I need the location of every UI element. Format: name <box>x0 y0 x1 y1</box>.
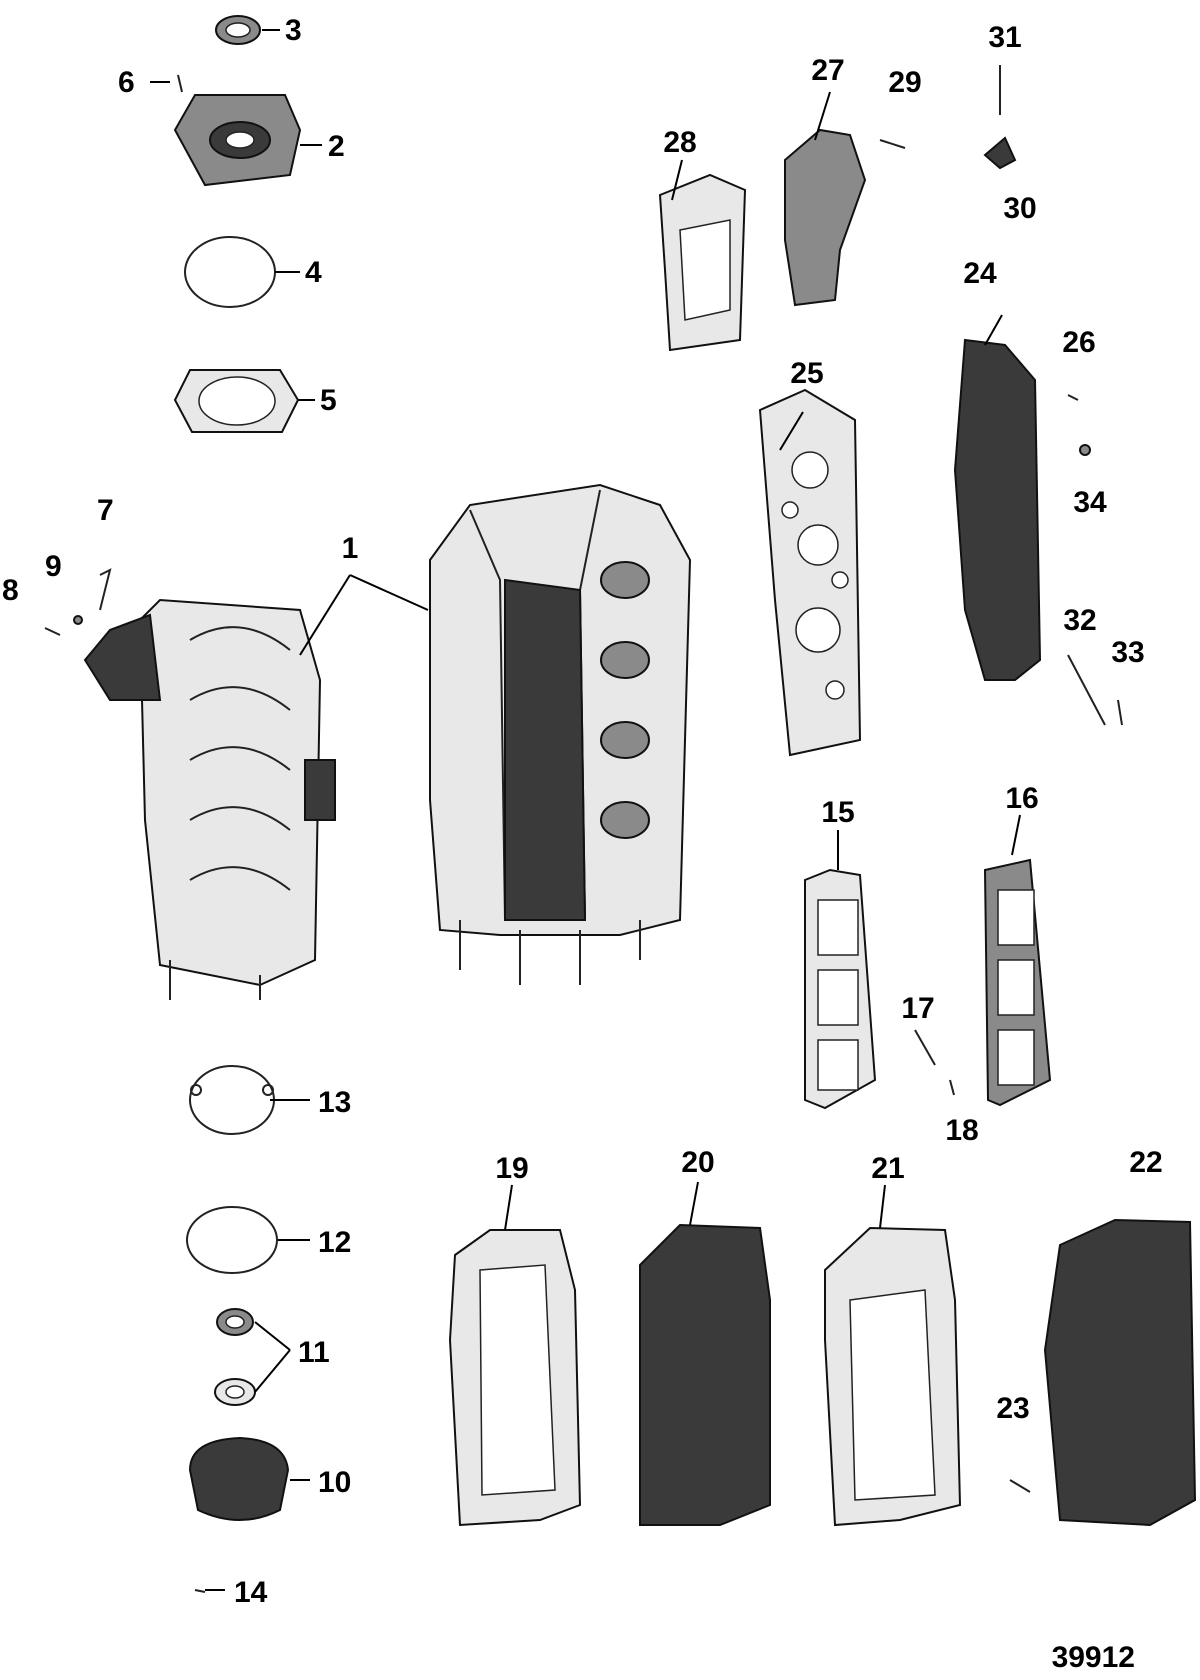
part-26-screw <box>1067 394 1079 401</box>
part-14-screw <box>194 1589 206 1593</box>
figure-number: 39912 <box>1052 1641 1135 1674</box>
part-19-gasket <box>448 1229 582 1527</box>
part-7-bracket <box>99 568 112 611</box>
part-10-end-cap <box>188 1436 290 1521</box>
callout-34: 34 <box>1073 486 1107 519</box>
callout-labels: 1 2 3 4 5 6 7 8 9 10 11 12 13 14 15 16 1… <box>2 14 1163 1609</box>
callout-18: 18 <box>945 1114 978 1147</box>
callout-2: 2 <box>328 130 345 163</box>
part-33-screw <box>1117 699 1123 726</box>
part-22-cover-plate <box>1043 1218 1197 1527</box>
callout-17: 17 <box>901 992 934 1025</box>
callout-28: 28 <box>663 126 696 159</box>
part-13-gasket <box>189 1065 275 1135</box>
callout-20: 20 <box>681 1146 714 1179</box>
part-16-reed-block <box>983 858 1052 1107</box>
callout-26: 26 <box>1062 326 1095 359</box>
callout-19: 19 <box>495 1152 528 1185</box>
callout-23: 23 <box>996 1392 1029 1425</box>
callout-25: 25 <box>790 357 823 390</box>
callout-15: 15 <box>821 796 854 829</box>
callout-33: 33 <box>1111 636 1144 669</box>
callout-10: 10 <box>318 1466 351 1499</box>
part-12-o-ring <box>186 1206 278 1274</box>
callout-4: 4 <box>305 256 322 289</box>
callout-14: 14 <box>234 1576 268 1609</box>
leader-lines <box>150 29 1021 1591</box>
callout-27: 27 <box>811 54 844 87</box>
part-5-gasket <box>173 369 300 433</box>
callout-9: 9 <box>45 550 62 583</box>
callout-30: 30 <box>1003 192 1036 225</box>
callout-11: 11 <box>298 1336 330 1369</box>
callout-3: 3 <box>285 14 302 47</box>
part-20-cover <box>639 1223 771 1526</box>
part-11-seals <box>214 1308 256 1406</box>
callout-13: 13 <box>318 1086 351 1119</box>
part-30-cover <box>983 136 1017 170</box>
callout-16: 16 <box>1005 782 1038 815</box>
part-17-screw <box>914 1029 936 1066</box>
callout-5: 5 <box>320 384 337 417</box>
part-18-washer <box>949 1079 955 1096</box>
part-2-bearing-housing <box>173 94 302 187</box>
part-34-fitting <box>1079 444 1091 456</box>
part-15-reed-plate <box>804 868 877 1110</box>
part-4-o-ring <box>184 236 276 308</box>
part-32-sensor <box>1067 654 1106 726</box>
callout-31: 31 <box>988 21 1021 54</box>
part-9-washer <box>73 615 83 625</box>
callout-29: 29 <box>888 66 921 99</box>
callout-21: 21 <box>871 1152 904 1185</box>
callout-12: 12 <box>318 1226 351 1259</box>
callout-6: 6 <box>118 66 135 99</box>
callout-7: 7 <box>97 494 114 527</box>
part-8-screw <box>44 627 61 636</box>
part-27-thermostat-housing <box>784 128 867 307</box>
callout-24: 24 <box>963 257 997 290</box>
part-1-crankcase-cover <box>83 598 336 1000</box>
part-23-screw <box>1009 1479 1031 1493</box>
callout-8: 8 <box>2 574 19 607</box>
callout-1: 1 <box>342 532 359 565</box>
callout-32: 32 <box>1063 604 1096 637</box>
part-28-gasket <box>658 173 747 352</box>
part-1-cylinder-block <box>429 483 692 985</box>
callout-22: 22 <box>1129 1146 1162 1179</box>
part-21-gasket <box>824 1226 962 1527</box>
part-25-head-gasket <box>758 388 862 757</box>
part-24-cylinder-head <box>953 338 1042 681</box>
part-3-seal <box>215 15 261 45</box>
part-29-screw <box>879 139 906 149</box>
part-6-pin <box>177 74 183 93</box>
